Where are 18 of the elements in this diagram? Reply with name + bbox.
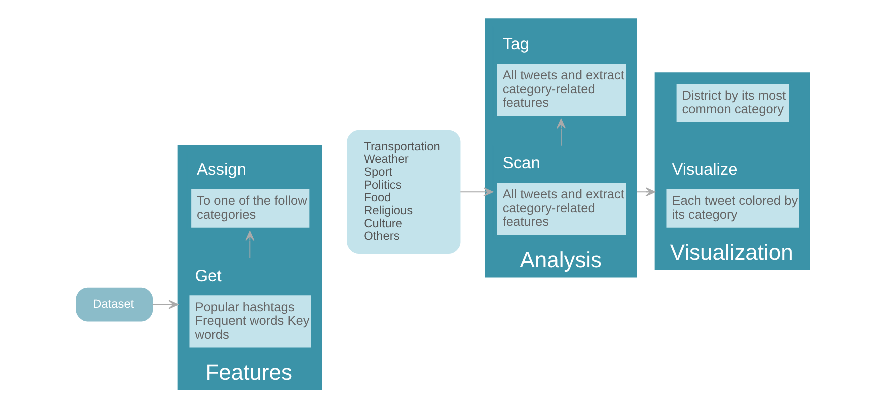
node-box: District by its most common category [676,84,790,123]
arrow [636,188,656,197]
arrow [460,188,494,197]
node-label: Tag [502,36,530,54]
node-box: Each tweet colored by its category [666,189,800,228]
node-box: To one of the follow categories [192,189,310,228]
node-label: Scan [502,154,540,173]
node-box: Popular hashtags Frequent words Key words [190,296,312,348]
arrow [152,300,179,310]
node-box: All tweets and extract category-related features [497,182,626,236]
node-label: Get [195,267,222,286]
node-box: Transportation Weather Sport Politics Food Religious Culture Others [347,130,461,254]
node-label: Visualize [672,161,738,180]
node-box: Dataset [76,288,154,322]
arrow [556,118,566,146]
arrow [246,231,255,259]
node-label: Assign [197,161,246,180]
node-box: All tweets and extract category-related features [497,64,626,116]
